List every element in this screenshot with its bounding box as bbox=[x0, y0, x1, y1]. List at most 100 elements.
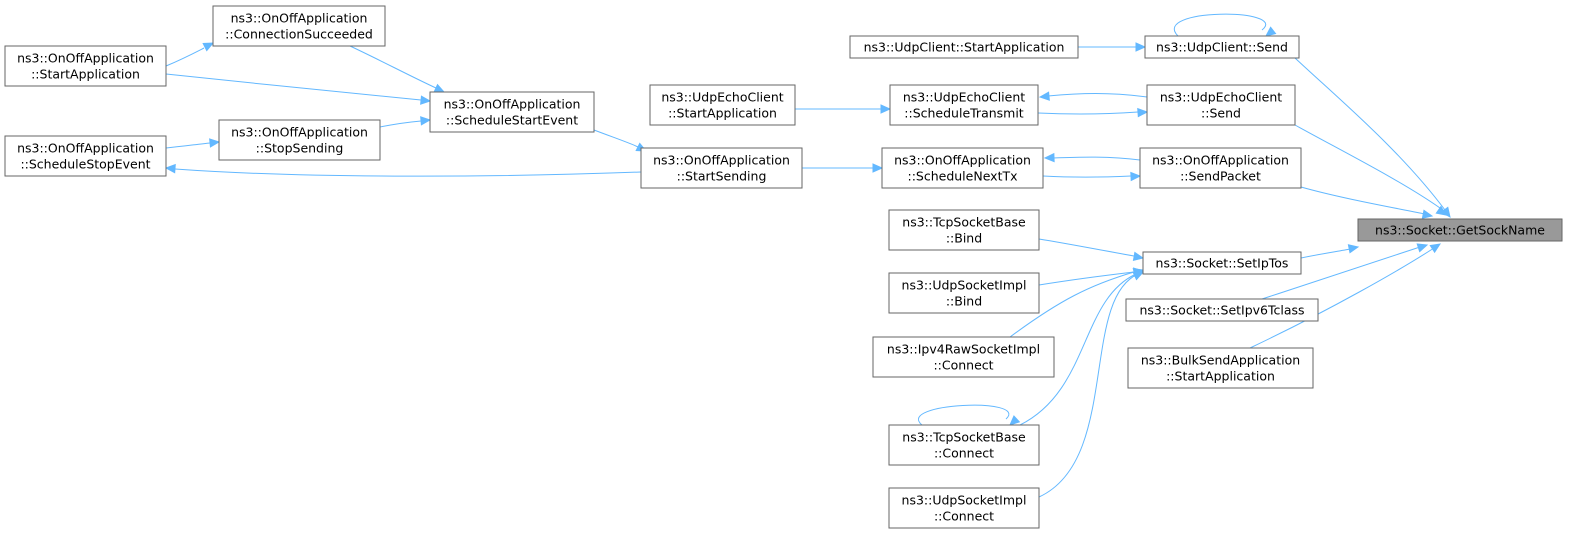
e_udpecho_send__getsockname-line bbox=[1294, 124, 1441, 209]
node-onoff-schedstart[interactable]: ns3::OnOffApplication::ScheduleStartEven… bbox=[429, 91, 595, 133]
node-label-line-1: ns3::Socket::GetSockName bbox=[1375, 223, 1545, 238]
node-udpclient-start[interactable]: ns3::UdpClient::StartApplication bbox=[849, 35, 1079, 59]
node-box bbox=[1146, 84, 1296, 126]
node-onoff-connsucc[interactable]: ns3::OnOffApplication::ConnectionSucceed… bbox=[212, 5, 386, 47]
node-label-line-1: ns3::OnOffApplication bbox=[231, 125, 368, 140]
node-label-line-2: ::ConnectionSucceeded bbox=[225, 27, 373, 42]
e_udpsock_connect__setiptos-arrowhead bbox=[1132, 271, 1145, 281]
e_setipv6__getsockname-arrowhead bbox=[1416, 243, 1429, 253]
node-box bbox=[1125, 298, 1319, 322]
node-label-line-1: ns3::TcpSocketBase bbox=[902, 430, 1026, 445]
node-onoff-startsending[interactable]: ns3::OnOffApplication::StartSending bbox=[640, 147, 803, 189]
node-label-line-2: ::Bind bbox=[946, 231, 982, 246]
node-label-line-1: ns3::OnOffApplication bbox=[1152, 153, 1289, 168]
e_setiptos__getsockname-line bbox=[1300, 248, 1351, 259]
node-box bbox=[888, 424, 1040, 466]
e_tcp_connect__setiptos-line bbox=[1019, 273, 1137, 426]
node-onoff-sendpacket[interactable]: ns3::OnOffApplication::SendPacket bbox=[1139, 147, 1302, 189]
node-label-line-2: ::Connect bbox=[934, 446, 994, 461]
e_onoff_sendpacket__getsockname-arrowhead bbox=[1421, 209, 1434, 219]
e_tcp_bind__setiptos-arrowhead bbox=[1132, 251, 1145, 262]
e_startsending__schedstop-arrowhead bbox=[164, 163, 176, 174]
e_onoff_nexttx__sendpacket-arrowhead bbox=[1130, 171, 1142, 182]
node-label-line-1: ns3::Socket::SetIpv6Tclass bbox=[1139, 303, 1304, 318]
e_schedstop__stopsending-arrowhead bbox=[209, 138, 221, 148]
node-udpecho-send[interactable]: ns3::UdpEchoClient::Send bbox=[1146, 84, 1296, 126]
e_udpecho_send__getsockname-arrowhead bbox=[1435, 205, 1448, 216]
node-label-line-1: ns3::OnOffApplication bbox=[231, 11, 368, 26]
node-box bbox=[429, 91, 595, 133]
e_stopsending__schedstart-arrowhead bbox=[420, 116, 432, 126]
node-ipv4raw-connect[interactable]: ns3::Ipv4RawSocketImpl::Connect bbox=[872, 336, 1055, 378]
e_startapp__schedstart-arrowhead bbox=[420, 95, 432, 105]
node-label-line-2: ::Connect bbox=[933, 358, 993, 373]
node-udpclient-send[interactable]: ns3::UdpClient::Send bbox=[1144, 35, 1300, 59]
node-label-line-1: ns3::OnOffApplication bbox=[17, 141, 154, 156]
node-label-line-2: ::ScheduleNextTx bbox=[907, 169, 1017, 184]
node-onoff-stopsending[interactable]: ns3::OnOffApplication::StopSending bbox=[218, 119, 381, 161]
node-label-line-2: ::StartApplication bbox=[1166, 369, 1275, 384]
node-tcp-connect[interactable]: ns3::TcpSocketBase::Connect bbox=[888, 424, 1040, 466]
node-udpsock-bind[interactable]: ns3::UdpSocketImpl::Bind bbox=[888, 272, 1040, 314]
edges-layer bbox=[164, 13, 1451, 498]
e_onoff_sendpacket__nexttx-line bbox=[1052, 156, 1141, 161]
node-udpecho-sched[interactable]: ns3::UdpEchoClient::ScheduleTransmit bbox=[889, 84, 1039, 126]
node-label-line-2: ::SendPacket bbox=[1180, 169, 1261, 184]
node-label-line-1: ns3::OnOffApplication bbox=[894, 153, 1031, 168]
e_udpecho_send__sched-line bbox=[1047, 93, 1148, 98]
node-setipv6[interactable]: ns3::Socket::SetIpv6Tclass bbox=[1125, 298, 1319, 322]
node-setiptos[interactable]: ns3::Socket::SetIpTos bbox=[1142, 251, 1302, 275]
node-box bbox=[218, 119, 381, 161]
node-label-line-2: ::ScheduleTransmit bbox=[904, 106, 1024, 121]
e_startsending__schedstop-line bbox=[174, 168, 642, 177]
e_schedstart__startsending-line bbox=[593, 129, 639, 148]
node-udpsock-connect[interactable]: ns3::UdpSocketImpl::Connect bbox=[888, 487, 1040, 529]
node-label-line-1: ns3::UdpClient::Send bbox=[1156, 40, 1288, 55]
node-box bbox=[212, 5, 386, 47]
e_udpclient_send__getsockname-line bbox=[1294, 57, 1446, 211]
e_tcp_bind__setiptos-line bbox=[1038, 238, 1135, 257]
e_setipv6__getsockname-line bbox=[1261, 246, 1421, 300]
e_udpsock_connect__setiptos-line bbox=[1038, 273, 1139, 498]
node-box bbox=[1127, 347, 1314, 389]
e_udpsock_bind__setiptos-line bbox=[1038, 271, 1135, 286]
node-label-line-2: ::StartSending bbox=[677, 169, 767, 184]
node-getsockname[interactable]: ns3::Socket::GetSockName bbox=[1357, 218, 1563, 242]
e_startapp__connsucc-arrowhead bbox=[202, 42, 215, 52]
e_stopsending__schedstart-line bbox=[379, 120, 422, 128]
e_udpecho_send__sched-arrowhead bbox=[1038, 91, 1050, 101]
e_udpclient_send_self-line bbox=[1174, 13, 1266, 37]
e_startapp__connsucc-line bbox=[165, 47, 205, 67]
node-box bbox=[888, 487, 1040, 529]
node-label-line-1: ns3::TcpSocketBase bbox=[902, 215, 1026, 230]
node-label-line-2: ::ScheduleStartEvent bbox=[446, 113, 578, 128]
node-label-line-1: ns3::OnOffApplication bbox=[17, 51, 154, 66]
node-box bbox=[1144, 35, 1300, 59]
node-label-line-1: ns3::Socket::SetIpTos bbox=[1156, 256, 1289, 271]
e_startsending__nexttx-arrowhead bbox=[872, 163, 884, 173]
e_udpclient_start__send-arrowhead bbox=[1135, 42, 1147, 52]
node-box bbox=[1357, 218, 1563, 242]
node-label-line-1: ns3::OnOffApplication bbox=[653, 153, 790, 168]
node-box bbox=[1142, 251, 1302, 275]
node-label-line-2: ::Send bbox=[1201, 106, 1241, 121]
node-box bbox=[888, 209, 1040, 251]
node-box bbox=[889, 84, 1039, 126]
node-box bbox=[649, 84, 796, 126]
node-onoff-nexttx[interactable]: ns3::OnOffApplication::ScheduleNextTx bbox=[881, 147, 1044, 189]
e_udpecho_sched__send-line bbox=[1037, 111, 1139, 115]
node-label-line-2: ::ScheduleStopEvent bbox=[20, 157, 150, 172]
e_setiptos__getsockname-arrowhead bbox=[1347, 244, 1360, 254]
e_connsucc__schedstart-arrowhead bbox=[433, 83, 446, 93]
node-udpecho-start[interactable]: ns3::UdpEchoClient::StartApplication bbox=[649, 84, 796, 126]
node-onoff-schedstop[interactable]: ns3::OnOffApplication::ScheduleStopEvent bbox=[4, 135, 167, 177]
e_udpclient_send_self-arrowhead bbox=[1265, 26, 1277, 37]
node-onoff-startapp[interactable]: ns3::OnOffApplication::StartApplication bbox=[4, 45, 167, 87]
e_udpecho_start__sched-arrowhead bbox=[880, 104, 892, 114]
node-tcp-bind[interactable]: ns3::TcpSocketBase::Bind bbox=[888, 209, 1040, 251]
node-label-line-1: ns3::UdpSocketImpl bbox=[902, 493, 1027, 508]
node-bulksend[interactable]: ns3::BulkSendApplication::StartApplicati… bbox=[1127, 347, 1314, 389]
e_onoff_sendpacket__getsockname-line bbox=[1300, 186, 1426, 215]
node-box bbox=[4, 135, 167, 177]
